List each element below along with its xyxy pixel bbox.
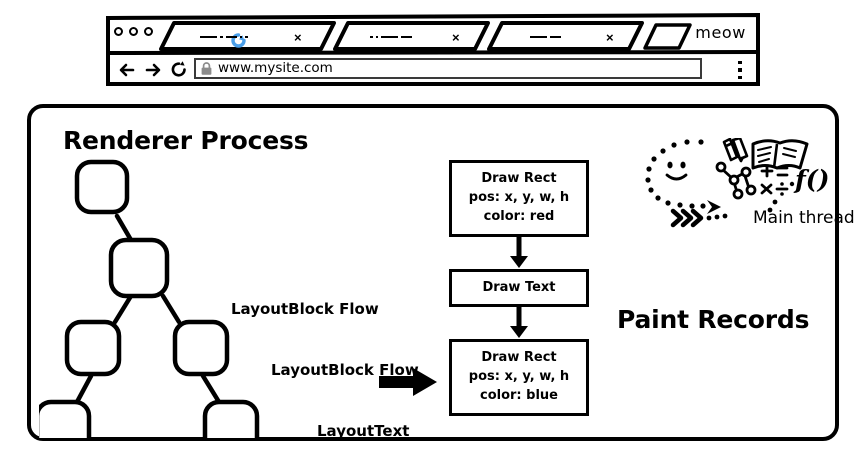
tab-1-title-placeholder xyxy=(200,32,248,42)
tree-edge-root-block1 xyxy=(114,213,134,243)
open-book-icon xyxy=(751,139,809,170)
main-thread-doodle: f() xyxy=(643,136,843,238)
tab-strip: × × × meow xyxy=(106,13,760,53)
window-control-dot-maximize[interactable] xyxy=(144,27,153,36)
new-tab-button[interactable] xyxy=(642,21,694,51)
tab-3-close-icon[interactable]: × xyxy=(606,30,614,45)
math-dots-icon xyxy=(767,181,795,213)
chevron-arrows-icon xyxy=(670,208,704,228)
lock-icon xyxy=(200,61,213,76)
layout-tree-label-layout-text: LayoutText xyxy=(317,422,410,440)
paint-record-3-line-2: pos: x, y, w, h xyxy=(468,369,570,385)
paint-record-3-line-1: Draw Rect xyxy=(481,350,557,366)
main-thread-label: Main thread xyxy=(753,208,855,228)
layout-node-root xyxy=(74,159,130,215)
layout-tree-label-block-flow-1: LayoutBlock Flow xyxy=(231,300,379,318)
tree-edge-block1-block2 xyxy=(112,293,134,325)
tab-2-title-placeholder xyxy=(370,32,413,42)
paint-record-connector-1 xyxy=(510,236,528,268)
window-control-dot-minimize[interactable] xyxy=(129,27,138,36)
paint-records-list: Draw Rect pos: x, y, w, h color: red Dra… xyxy=(449,160,589,416)
tree-edge-block1-block3 xyxy=(160,293,182,325)
paint-record-1-line-2: pos: x, y, w, h xyxy=(468,189,570,205)
browser-tab-3[interactable]: × xyxy=(486,20,646,51)
browser-menu-button[interactable] xyxy=(738,61,742,79)
reload-button[interactable] xyxy=(170,60,188,78)
window-control-dot-close[interactable] xyxy=(114,27,123,36)
paint-record-connector-2 xyxy=(510,307,528,339)
node-graph-icon xyxy=(715,161,757,200)
tree-edge-block2-textL xyxy=(74,373,94,405)
paint-record-1-line-3: color: red xyxy=(483,208,555,224)
paint-record-item-1[interactable]: Draw Rect pos: x, y, w, h color: red xyxy=(449,160,589,237)
tree-edge-block3-textR xyxy=(200,373,222,405)
address-bar-input[interactable]: www.mysite.com xyxy=(194,58,702,79)
paint-record-2-line-1: Draw Text xyxy=(482,279,556,295)
forward-button[interactable] xyxy=(144,61,162,79)
paint-record-3-line-3: color: blue xyxy=(480,388,558,404)
browser-profile-label: meow xyxy=(695,23,746,42)
address-bar-url-text: www.mysite.com xyxy=(218,59,333,76)
paint-records-title: Paint Records xyxy=(617,305,810,334)
tab-3-title-placeholder xyxy=(530,32,561,42)
layout-tree-diagram: LayoutBlock Flow LayoutBlock Flow Layout… xyxy=(34,148,419,455)
layout-node-text-left xyxy=(34,399,92,455)
smiley-face-icon xyxy=(665,161,688,181)
trailing-dots-icon xyxy=(706,213,728,221)
svg-text:f(): f() xyxy=(793,165,829,194)
tab-2-close-icon[interactable]: × xyxy=(452,30,460,45)
layout-node-block-1 xyxy=(108,237,170,299)
function-icon: f() xyxy=(793,165,829,194)
paint-record-1-line-1: Draw Rect xyxy=(481,171,557,186)
browser-tab-2[interactable]: × xyxy=(332,20,492,51)
tab-1-close-icon[interactable]: × xyxy=(294,30,302,45)
pencil-ruler-icon xyxy=(722,136,749,163)
layout-node-text-right xyxy=(202,399,260,455)
paint-record-item-3[interactable]: Draw Rect pos: x, y, w, h color: blue xyxy=(449,339,589,416)
browser-tab-1[interactable]: × xyxy=(158,20,338,51)
renderer-process-panel: Renderer Process LayoutBlock Flow Layout… xyxy=(27,104,855,455)
math-operators-icon xyxy=(760,164,789,195)
paint-record-item-2[interactable]: Draw Text xyxy=(449,268,589,308)
dotted-loop-icon xyxy=(645,139,721,214)
renderer-process-title: Renderer Process xyxy=(63,126,309,155)
layout-node-block-3 xyxy=(172,319,230,377)
layout-tree-label-block-flow-2: LayoutBlock Flow xyxy=(271,361,419,379)
right-arrow-icon xyxy=(379,366,439,398)
browser-toolbar: www.mysite.com xyxy=(106,53,760,86)
browser-window: × × × meow xyxy=(106,13,760,86)
back-button[interactable] xyxy=(118,61,136,79)
layout-node-block-2 xyxy=(64,319,122,377)
